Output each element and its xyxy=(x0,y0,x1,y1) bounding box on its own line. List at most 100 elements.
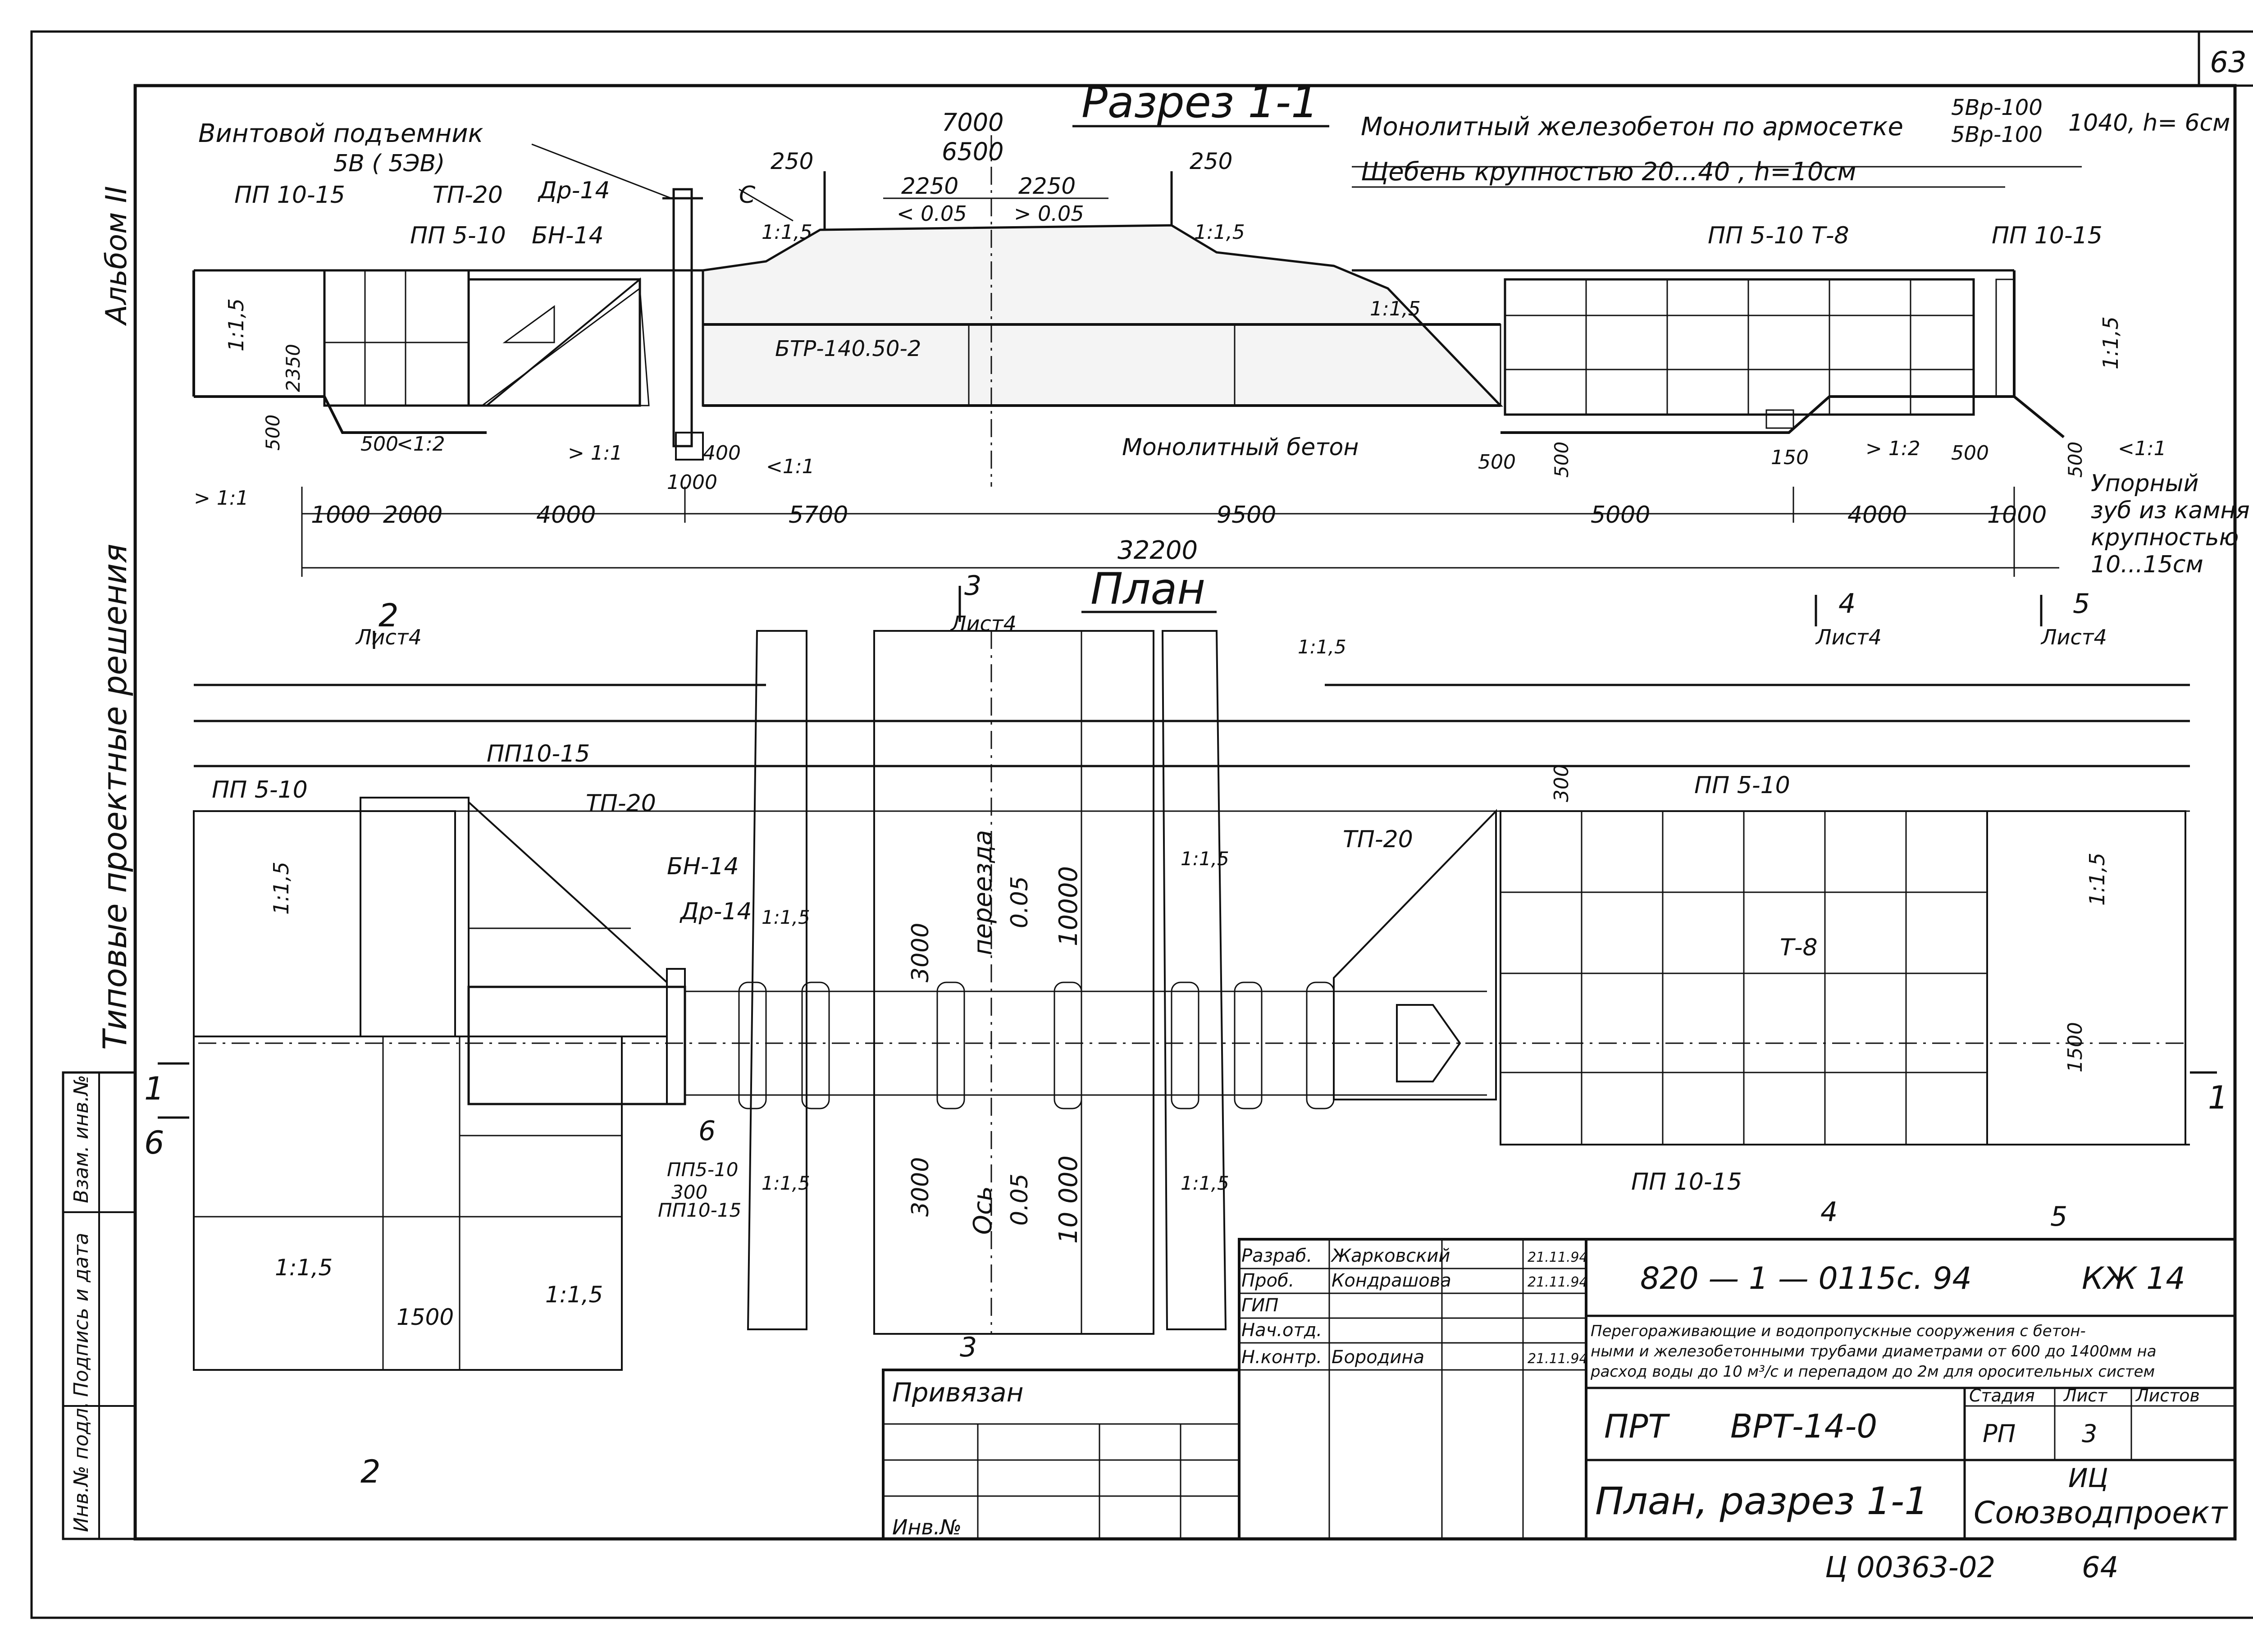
tb-sheets-header: Листов xyxy=(2135,1386,2200,1406)
dim-row-4000-left: 4000 xyxy=(536,502,596,529)
label-lift: Винтовой подъемник xyxy=(198,119,483,148)
tb-role-2: ГИП xyxy=(1241,1295,1278,1316)
plan-view: План xyxy=(158,564,2217,1371)
dim-7000: 7000 xyxy=(942,108,1003,137)
cut-3: 3 xyxy=(964,570,981,602)
slope-5: 1:1,5 xyxy=(2098,316,2123,370)
label-tooth-4: 10...15см xyxy=(2091,551,2203,578)
section-title: Разрез 1-1 xyxy=(1081,77,1318,128)
plan-label-tp20: ТП-20 xyxy=(586,790,656,817)
slope-11: <1:1 xyxy=(2118,437,2166,460)
label-pp1015-right: ПП 10-15 xyxy=(1992,222,2102,249)
tb-org-2: Союзводпроект xyxy=(1974,1495,2228,1531)
left-apron xyxy=(323,269,470,407)
plan-slope-3: 1:1,5 xyxy=(1181,848,1229,870)
dim-row-1000-left: 1000 xyxy=(311,502,370,529)
fall-right: > 0.05 xyxy=(1014,201,1084,226)
tb-sheet-header: Лист xyxy=(2063,1386,2108,1406)
tb-sheet-no: 3 xyxy=(2082,1419,2097,1448)
cut-4-sheet: Лист4 xyxy=(1815,625,1882,649)
plan-dim-300-top: 300 xyxy=(1550,764,1573,802)
plan-slope-5: 1:1,5 xyxy=(1181,1172,1229,1194)
label-c: С xyxy=(739,182,756,209)
label-bn14: БН-14 xyxy=(532,222,604,249)
screw-lift xyxy=(672,188,693,447)
cut-1-left: 1 xyxy=(144,1070,164,1107)
tb-type-b: ВРТ-14-0 xyxy=(1730,1407,1877,1445)
tb-role-4: Н.контр. xyxy=(1241,1347,1322,1368)
side-cell-signature: Подпись и дата xyxy=(70,1233,93,1397)
dim-500-b: 500 xyxy=(360,433,398,456)
tb-stage: РП xyxy=(1983,1419,2016,1448)
plan-label-pp1015-right: ПП 10-15 xyxy=(1631,1168,1742,1196)
cut-6-left: 6 xyxy=(144,1124,164,1161)
plan-dim-300-bottom: 300 xyxy=(671,1181,707,1203)
plan-slope-7: 1:1,5 xyxy=(545,1282,603,1308)
label-lift-type: 5В ( 5ЭВ) xyxy=(333,150,445,177)
label-pp1015-left: ПП 10-15 xyxy=(234,182,345,209)
cut-6-inner: 6 xyxy=(698,1115,716,1147)
title-block xyxy=(882,1238,2236,1540)
cut-3-sheet: Лист4 xyxy=(950,612,1017,636)
tb-role-0: Разраб. xyxy=(1241,1246,1312,1266)
section-labels: Винтовой подъемник 5В ( 5ЭВ) ПП 10-15 ПП… xyxy=(194,95,2250,578)
title-block-text: Разраб. Проб. ГИП Нач.отд. Н.контр. Жарк… xyxy=(892,1246,2228,1584)
plan-labels: 2 Лист4 3 Лист4 4 Лист4 5 Лист4 1 6 6 3 … xyxy=(144,570,2228,1490)
fall-left: < 0.05 xyxy=(897,201,967,226)
tb-org-1: ИЦ xyxy=(2068,1463,2108,1493)
dim-2350: 2350 xyxy=(282,344,304,392)
tb-description-3: расход воды до 10 м³/с и перепадом до 2м… xyxy=(1590,1363,2155,1381)
side-album: Альбом II xyxy=(100,186,133,326)
plan-embankment-left xyxy=(747,630,807,1330)
plan-right-wing xyxy=(1333,809,1497,1100)
tb-inv: Инв.№ xyxy=(892,1515,962,1539)
cut-3-bottom: 3 xyxy=(960,1332,977,1363)
cut-4-bottom: 4 xyxy=(1820,1196,1838,1228)
tb-name-0: Жарковский xyxy=(1330,1246,1450,1266)
label-pp510-left: ПП 5-10 xyxy=(410,222,506,249)
plan-label-bn14: БН-14 xyxy=(667,853,739,880)
plan-left-upper-wing xyxy=(193,810,456,1037)
plan-label-pp1015-bottom: ПП10-15 xyxy=(658,1199,741,1221)
label-tooth-1: Упорный xyxy=(2091,470,2198,497)
cut-5: 5 xyxy=(2073,588,2090,620)
slope-7: > 1:1 xyxy=(568,442,623,465)
dim-row-2000: 2000 xyxy=(383,502,442,529)
tb-description-2: ными и железобетонными трубами диаметрам… xyxy=(1591,1342,2157,1360)
slope-10: > 1:2 xyxy=(1865,437,1920,460)
cut-5-sheet: Лист4 xyxy=(2040,625,2107,649)
side-cell-replace: Взам. инв.№ xyxy=(70,1075,93,1203)
slope-6: <1:2 xyxy=(397,433,445,456)
plan-label-tp20-right: ТП-20 xyxy=(1343,826,1413,853)
cut-5-bottom: 5 xyxy=(2050,1201,2067,1232)
plan-dim-10000-down: 10 000 xyxy=(1054,1155,1083,1244)
plan-slope-4: 1:1,5 xyxy=(762,1172,810,1194)
cut-4: 4 xyxy=(1838,588,1856,620)
plan-slope-9: 1:1,5 xyxy=(1298,636,1346,658)
label-tp20-left: ТП-20 xyxy=(433,182,503,209)
plan-dim-3000-up: 3000 xyxy=(907,923,934,982)
label-monolith: Монолитный железобетон по армосетке xyxy=(1361,112,1903,141)
cut-2: 2 xyxy=(379,597,399,634)
dim-row-1000-right: 1000 xyxy=(1987,502,2047,529)
plan-headwall xyxy=(467,986,686,1105)
tb-name-4: Бородина xyxy=(1332,1347,1424,1368)
plan-slope-1: 1:1,5 xyxy=(269,862,293,915)
plan-dim-1500-right: 1500 xyxy=(2064,1022,2087,1072)
slope-1: 1:1,5 xyxy=(224,298,248,351)
dim-250-right: 250 xyxy=(1190,148,1232,174)
plan-label-slope-up: 0.05 xyxy=(1006,876,1033,928)
plan-label-axis: Ось xyxy=(968,1186,998,1235)
label-mesh-tail: 1040, h= 6см xyxy=(2068,110,2230,137)
dim-500-e: 500 xyxy=(1951,442,1989,465)
tb-bound: Привязан xyxy=(892,1377,1024,1408)
label-concrete: Монолитный бетон xyxy=(1122,434,1359,461)
plan-label-pp510-right: ПП 5-10 xyxy=(1694,772,1790,799)
label-mesh-bottom: 5Вр-100 xyxy=(1951,122,2043,147)
side-cell-inventory: Инв.№ подл. xyxy=(70,1401,93,1532)
tb-date-0: 21.11.94 xyxy=(1528,1250,1588,1265)
side-series: Типовые проектные решения xyxy=(96,544,134,1050)
dim-500-c: 500 xyxy=(1478,451,1516,474)
tb-description-1: Перегораживающие и водопропускные сооруж… xyxy=(1591,1322,2086,1340)
